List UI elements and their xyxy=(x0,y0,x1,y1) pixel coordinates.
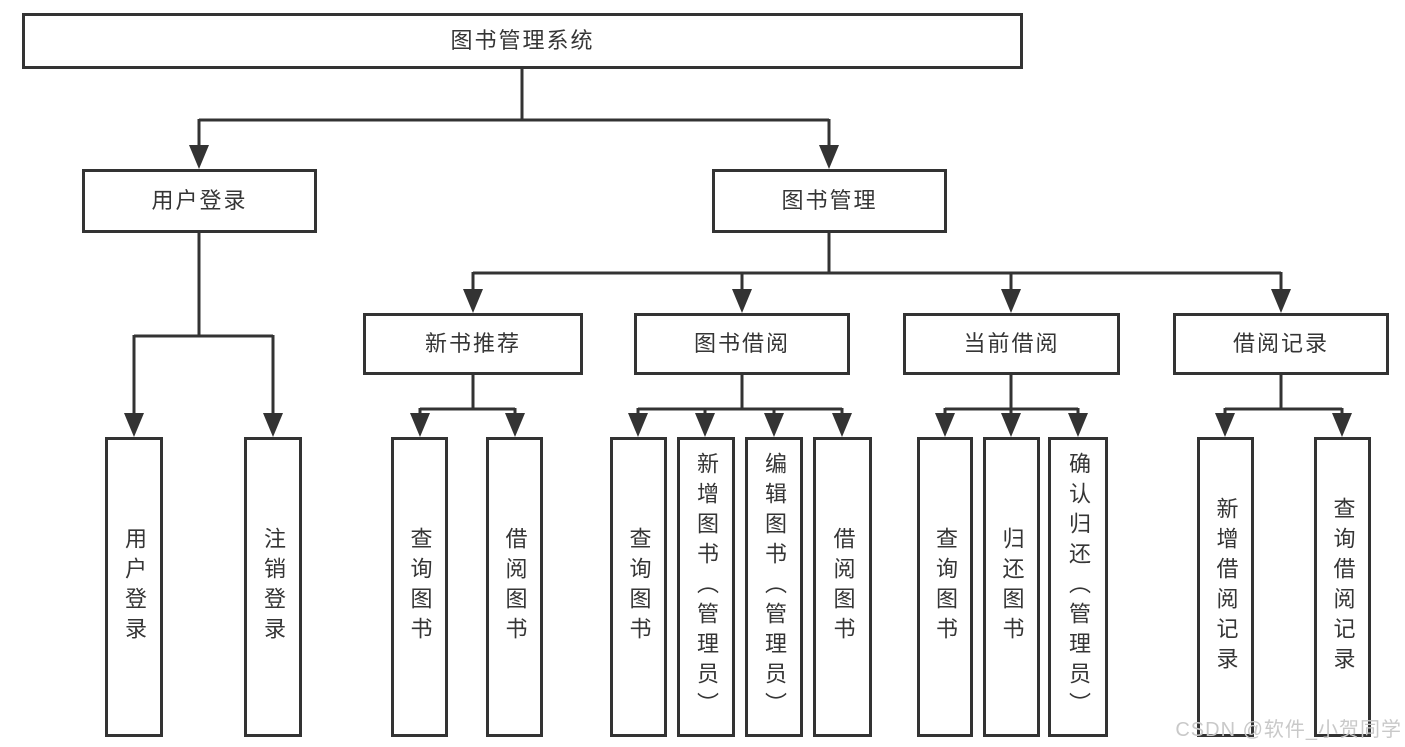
node-label: 查询图书 xyxy=(933,527,958,647)
csdn-watermark: CSDN @软件_小贺同学 xyxy=(1175,719,1402,741)
leaf-borrow-books-recommend: 借阅图书 xyxy=(486,437,543,737)
node-label: 借阅记录 xyxy=(1232,331,1329,356)
leaf-confirm-return-admin: 确认归还（管理员） xyxy=(1048,437,1108,737)
arrowhead-down-icon xyxy=(1001,413,1021,437)
arrowhead-down-icon xyxy=(463,289,483,313)
node-label: 新书推荐 xyxy=(424,331,521,356)
node-borrow-records: 借阅记录 xyxy=(1173,313,1389,375)
node-label: 图书管理系统 xyxy=(450,28,595,53)
leaf-borrow-books: 借阅图书 xyxy=(813,437,872,737)
leaf-query-books-current: 查询图书 xyxy=(917,437,973,737)
arrowhead-down-icon xyxy=(695,413,715,437)
arrowhead-down-icon xyxy=(263,413,283,437)
node-label: 当前借阅 xyxy=(963,331,1060,356)
arrowhead-down-icon xyxy=(189,145,209,169)
leaf-query-borrow-record: 查询借阅记录 xyxy=(1314,437,1371,737)
arrowhead-down-icon xyxy=(505,413,525,437)
arrowhead-down-icon xyxy=(124,413,144,437)
node-label: 新增借阅记录 xyxy=(1213,497,1239,677)
leaf-logout: 注销登录 xyxy=(244,437,302,737)
node-label: 借阅图书 xyxy=(502,527,528,647)
leaf-add-books-admin: 新增图书（管理员） xyxy=(677,437,735,737)
node-label: 查询图书 xyxy=(626,527,652,647)
node-user-login: 用户登录 xyxy=(82,169,317,233)
arrowhead-down-icon xyxy=(764,413,784,437)
node-label: 查询图书 xyxy=(407,527,433,647)
node-label: 借阅图书 xyxy=(830,527,856,647)
node-root-system: 图书管理系统 xyxy=(22,13,1023,69)
node-label: 编辑图书（管理员） xyxy=(762,452,787,722)
node-label: 用户登录 xyxy=(122,527,147,647)
arrowhead-down-icon xyxy=(1332,413,1352,437)
arrowhead-down-icon xyxy=(1271,289,1291,313)
arrowheads xyxy=(124,145,1352,437)
arrowhead-down-icon xyxy=(819,145,839,169)
leaf-query-books-borrow: 查询图书 xyxy=(610,437,667,737)
node-label: 注销登录 xyxy=(261,527,286,647)
node-label: 归还图书 xyxy=(999,527,1025,647)
arrowhead-down-icon xyxy=(1001,289,1021,313)
node-label: 新增图书（管理员） xyxy=(694,452,719,722)
leaf-add-borrow-record: 新增借阅记录 xyxy=(1197,437,1254,737)
arrowhead-down-icon xyxy=(1068,413,1088,437)
node-label: 确认归还（管理员） xyxy=(1066,452,1091,722)
leaf-query-books-recommend: 查询图书 xyxy=(391,437,448,737)
leaf-user-login: 用户登录 xyxy=(105,437,163,737)
node-book-borrow: 图书借阅 xyxy=(634,313,850,375)
arrowhead-down-icon xyxy=(1215,413,1235,437)
arrowhead-down-icon xyxy=(410,413,430,437)
node-new-book-recommend: 新书推荐 xyxy=(363,313,583,375)
arrowhead-down-icon xyxy=(628,413,648,437)
leaf-return-books: 归还图书 xyxy=(983,437,1040,737)
node-label: 图书管理 xyxy=(781,188,878,213)
node-book-management: 图书管理 xyxy=(712,169,947,233)
arrowhead-down-icon xyxy=(732,289,752,313)
arrowhead-down-icon xyxy=(935,413,955,437)
node-label: 用户登录 xyxy=(151,188,248,213)
node-current-borrow: 当前借阅 xyxy=(903,313,1120,375)
arrowhead-down-icon xyxy=(832,413,852,437)
node-label: 图书借阅 xyxy=(693,331,790,356)
leaf-edit-books-admin: 编辑图书（管理员） xyxy=(745,437,803,737)
node-label: 查询借阅记录 xyxy=(1330,497,1356,677)
